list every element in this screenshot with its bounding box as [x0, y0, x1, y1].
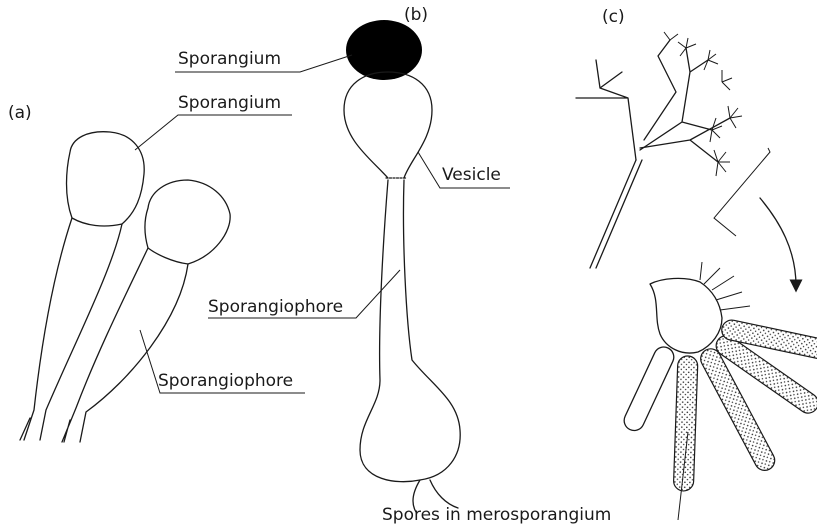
branch-tufts [664, 32, 742, 176]
panel-c-bracket [714, 148, 770, 236]
panel-c-arrow [760, 198, 796, 286]
panel-b-vesicle-label: Vesicle [442, 165, 501, 185]
panel-b-sporangiophore-label: Sporangiophore [208, 297, 343, 317]
panel-c-merosporangia [621, 318, 817, 491]
panel-a-sporangiophore-label: Sporangiophore [158, 371, 293, 391]
panel-c-spores-label: Spores in merosporangium [382, 505, 611, 525]
panel-b-vesicle [344, 72, 432, 178]
panel-c-vesicle [650, 278, 722, 353]
panel-a-sporangium-back [67, 132, 145, 226]
panel-a: (a) Sporangium Sporangiophore [8, 93, 305, 442]
panel-c-sterigmata [700, 262, 750, 310]
panel-c-branched-sporangiophore [576, 32, 742, 268]
merosporangium-1 [673, 356, 698, 492]
panel-b-sporangium-label: Sporangium [178, 49, 281, 69]
panel-a-sporangiophore-back [20, 218, 122, 440]
panel-a-sporangium-leader [135, 115, 292, 150]
merosporangium-empty [621, 344, 677, 434]
panel-a-sporangium-label: Sporangium [178, 93, 281, 113]
panel-c: (c) [382, 7, 817, 525]
panel-b: (b) Sporangium Vesicle Sporangiophore [175, 5, 510, 512]
panel-b-label: (b) [404, 5, 428, 25]
panel-a-label: (a) [8, 103, 32, 123]
panel-b-sporangiophore [360, 180, 460, 482]
panel-a-sporangium-front [145, 180, 230, 264]
panel-a-sporangiophore-front [62, 248, 188, 442]
panel-b-sporangium [346, 20, 422, 80]
panel-c-label: (c) [602, 7, 625, 27]
